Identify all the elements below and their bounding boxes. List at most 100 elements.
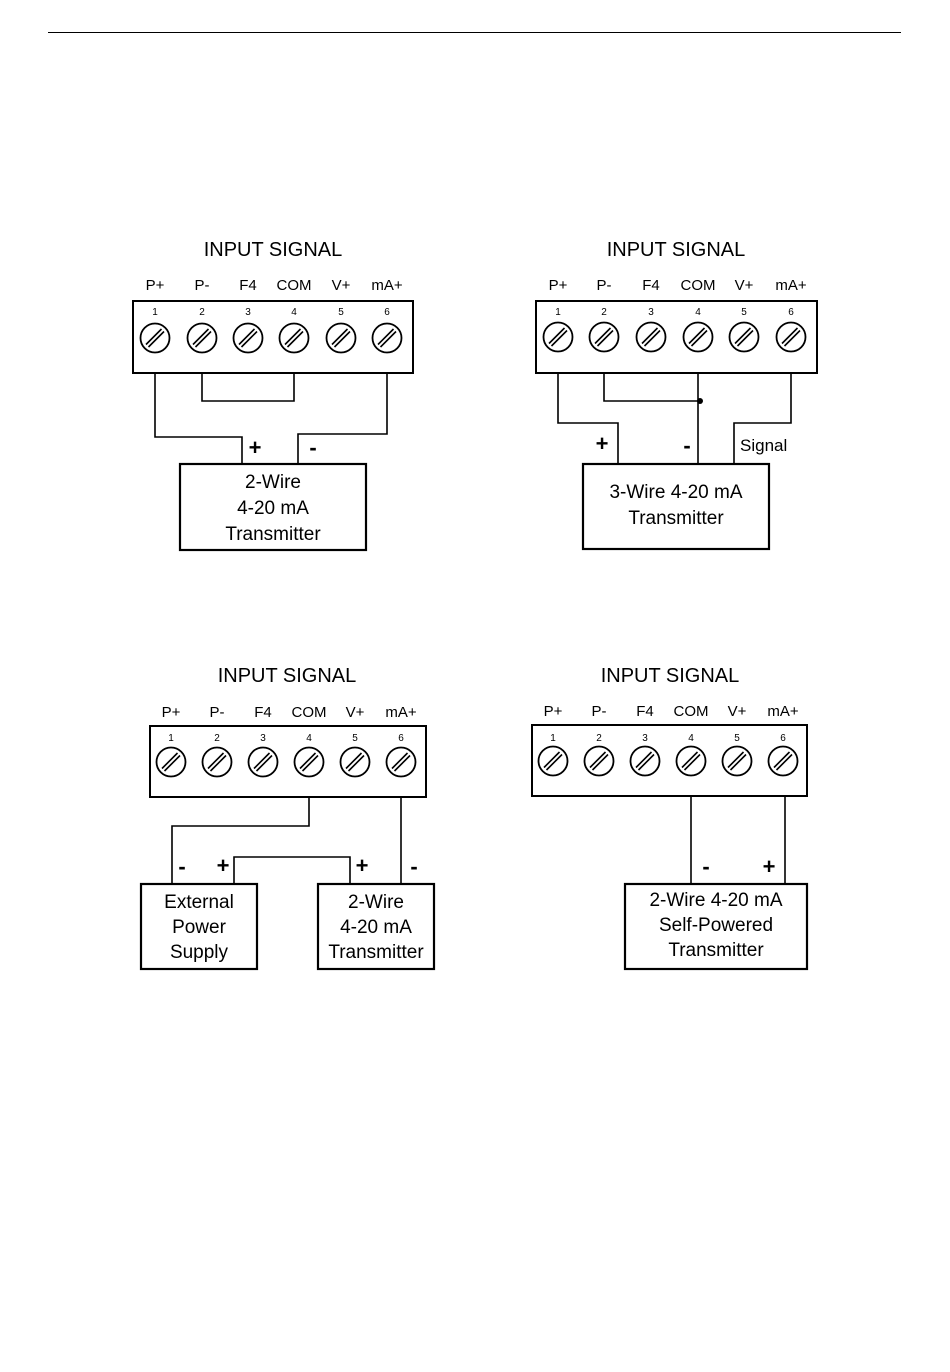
screw-terminal-4: [278, 322, 310, 354]
screw-slot: [643, 329, 661, 347]
screw-terminal-3: [232, 322, 264, 354]
wire: [733, 337, 792, 464]
screw-terminal-2: [201, 746, 233, 778]
terminal-number: 1: [152, 307, 158, 318]
terminal-label: P+: [544, 703, 563, 720]
terminal-label: mA+: [385, 704, 417, 721]
terminal-label: V+: [332, 277, 351, 294]
device-label: 2-Wire: [348, 892, 404, 913]
screw-terminal-6: [371, 322, 403, 354]
terminal-label: P-: [592, 703, 607, 720]
screw-slot: [347, 754, 365, 772]
screw-slot: [688, 327, 706, 345]
terminal-blocks: [132, 300, 818, 798]
devices: [139, 462, 809, 971]
screw-terminal-3: [247, 746, 279, 778]
screw-terminal-5: [339, 746, 371, 778]
screw-slot: [773, 751, 791, 769]
device-box: [139, 882, 259, 971]
screw-slot: [393, 754, 411, 772]
wire: [557, 337, 619, 464]
screw-slot: [548, 327, 566, 345]
terminal-label: COM: [674, 703, 709, 720]
device-box: [581, 462, 771, 551]
diagram-title: INPUT SIGNAL: [204, 239, 343, 261]
terminal-label: P+: [146, 277, 165, 294]
screw-slot: [683, 753, 701, 771]
polarity-sign: +: [596, 431, 609, 456]
screw-terminal-5: [325, 322, 357, 354]
device-box: [623, 882, 809, 971]
screw-head-icon: [201, 746, 233, 778]
polarity-sign: -: [683, 433, 690, 458]
screw-head-icon: [537, 745, 569, 777]
terminal-label: F4: [642, 277, 660, 294]
screw-slot: [238, 328, 256, 346]
device-label: Power: [172, 917, 227, 938]
terminal-block: [531, 724, 808, 797]
screw-slot: [333, 330, 351, 348]
terminal-number: 6: [780, 733, 786, 744]
terminal-number: 1: [555, 307, 561, 318]
terminal-label: mA+: [371, 277, 403, 294]
device-label: Supply: [170, 942, 229, 963]
wire: [154, 338, 243, 464]
terminal-block: [535, 300, 818, 374]
terminal-number: 2: [601, 307, 607, 318]
screw-head-icon: [682, 321, 714, 353]
screw-head-icon: [721, 745, 753, 777]
screw-head-icon: [635, 321, 667, 353]
terminal-label: P-: [195, 277, 210, 294]
terminal-number: 1: [168, 733, 174, 744]
terminal-label: COM: [277, 277, 312, 294]
device-label: Transmitter: [668, 940, 764, 961]
screw-terminal-5: [728, 321, 760, 353]
terminal-number: 3: [648, 307, 654, 318]
terminal-label: V+: [735, 277, 754, 294]
terminal-block: [132, 300, 414, 374]
screw-slot: [550, 329, 568, 347]
polarity-sign: +: [249, 435, 262, 460]
device-label: Transmitter: [628, 508, 724, 529]
screw-slot: [596, 329, 614, 347]
screw-slot: [379, 330, 397, 348]
terminal-number: 4: [695, 307, 701, 318]
wires: [154, 337, 792, 884]
wire: [297, 338, 388, 464]
terminal-number: 4: [291, 307, 297, 318]
screw-head-icon: [728, 321, 760, 353]
screw-slot: [681, 751, 699, 769]
screw-terminal-6: [385, 746, 417, 778]
terminal-label: F4: [239, 277, 257, 294]
screw-head-icon: [371, 322, 403, 354]
screw-slot: [543, 751, 561, 769]
terminal-number: 3: [245, 307, 251, 318]
page-header-rule: [48, 32, 901, 33]
screw-terminal-3: [635, 321, 667, 353]
screw-head-icon: [155, 746, 187, 778]
screw-slot: [641, 327, 659, 345]
screw-slot: [145, 328, 163, 346]
polarity-sign: +: [356, 853, 369, 878]
screw-slot: [255, 754, 273, 772]
screw-head-icon: [247, 746, 279, 778]
screw-slot: [781, 327, 799, 345]
screw-slot: [635, 751, 653, 769]
device-label: 3-Wire 4-20 mA: [609, 482, 742, 503]
screw-slot: [192, 328, 210, 346]
junction-dot: [697, 398, 703, 404]
screw-terminal-3: [629, 745, 661, 777]
terminal-number: 3: [260, 733, 266, 744]
terminal-label: F4: [254, 704, 272, 721]
screw-terminal-5: [721, 745, 753, 777]
screw-head-icon: [583, 745, 615, 777]
terminal-number: 3: [642, 733, 648, 744]
screw-slot: [301, 754, 319, 772]
polarity-sign: -: [178, 854, 185, 879]
screw-slot: [161, 752, 179, 770]
terminal-number: 6: [788, 307, 794, 318]
terminal-label: P+: [162, 704, 181, 721]
screw-slot: [286, 330, 304, 348]
device-label: 4-20 mA: [237, 498, 309, 519]
